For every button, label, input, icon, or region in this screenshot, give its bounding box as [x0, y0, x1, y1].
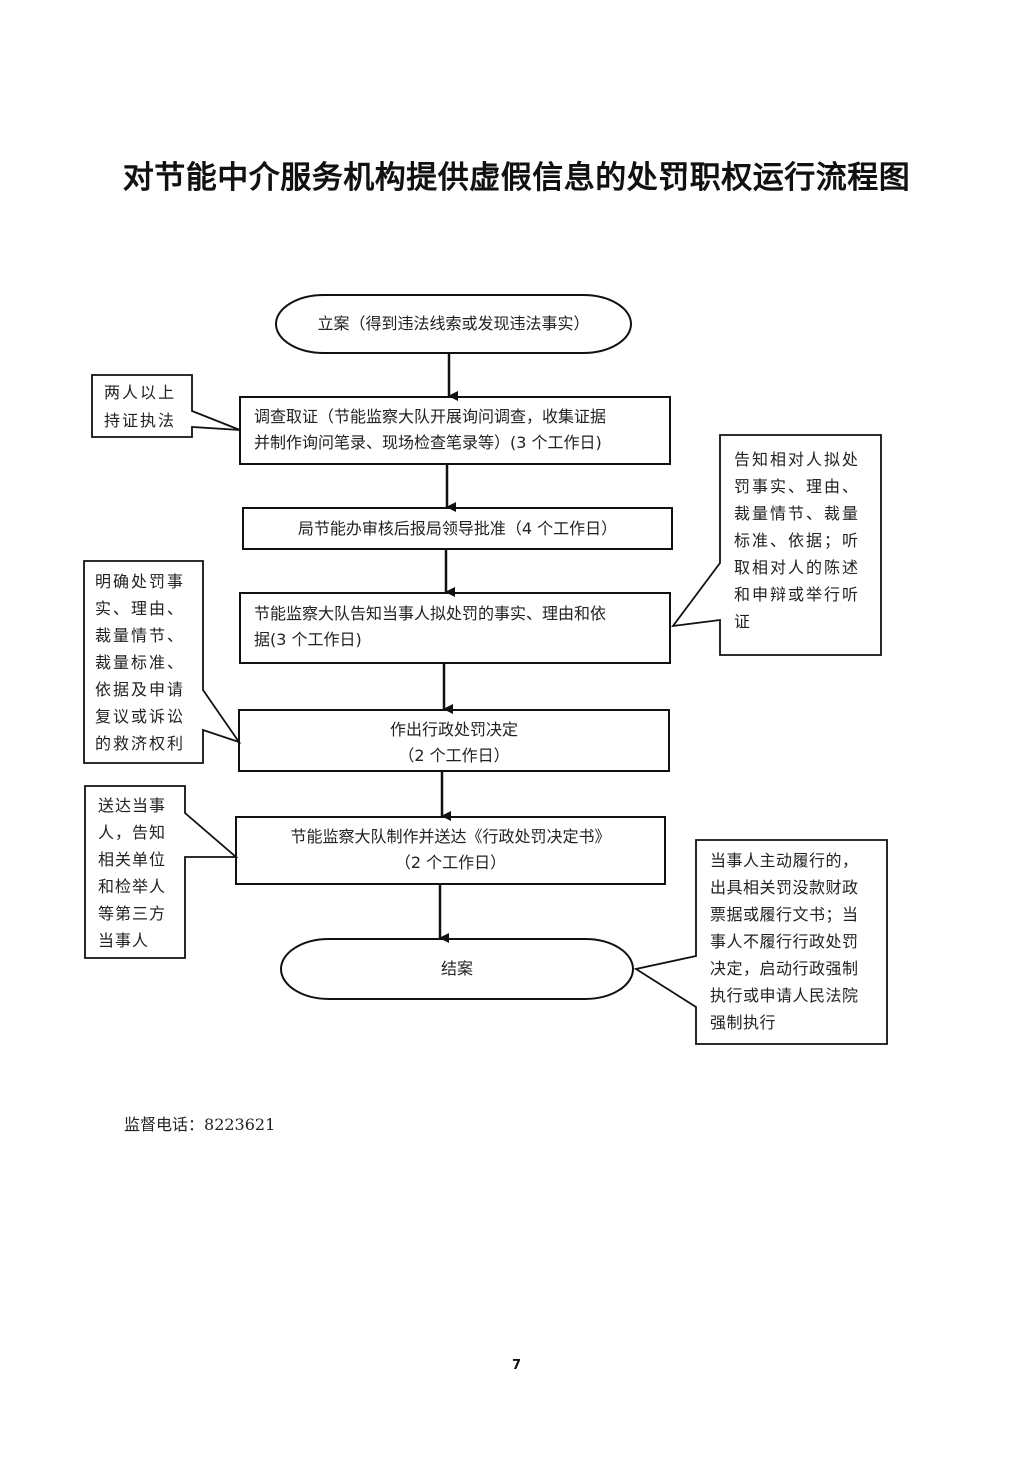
note-line: 和申辩或举行听 [734, 585, 861, 604]
start-label: 立案（得到违法线索或发现违法事实） [276, 311, 631, 337]
end-label: 结案 [281, 956, 633, 982]
note-line: 相关单位 [98, 850, 167, 869]
step5-box [235, 816, 666, 885]
step4-line1: 作出行政处罚决定 [389, 720, 518, 739]
page-title: 对节能中介服务机构提供虚假信息的处罚职权运行流程图 [122, 160, 911, 196]
note-line: 复议或诉讼 [95, 707, 186, 726]
note-line: 持证执法 [104, 411, 177, 430]
step2-text: 局节能办审核后报局领导批准（4 个工作日） [297, 519, 618, 538]
step1-label: 调查取证（节能监察大队开展询问调查，收集证据 并制作询问笔录、现场检查笔录等）(… [254, 404, 674, 456]
note-line: 裁量情节、裁量 [734, 504, 861, 523]
note-line: 执行或申请人民法院 [710, 986, 859, 1005]
step4-label: 作出行政处罚决定 （2 个工作日） [239, 717, 669, 769]
start-text: 立案（得到违法线索或发现违法事实） [317, 314, 590, 333]
note-line: 出具相关罚没款财政 [710, 878, 859, 897]
note-line: 告知相对人拟处 [734, 450, 861, 469]
supervision-phone: 监督电话：8223621 [124, 1111, 275, 1135]
note-enforcement: 两人以上 持证执法 [104, 379, 176, 435]
note-line: 依据及申请 [95, 680, 186, 699]
step1-line1: 调查取证（节能监察大队开展询问调查，收集证据 [254, 407, 607, 426]
note-delivery: 送达当事 人，告知 相关单位 和检举人 等第三方 当事人 [98, 792, 166, 954]
step2-label: 局节能办审核后报局领导批准（4 个工作日） [243, 516, 672, 542]
start-oval [275, 294, 632, 354]
end-oval [280, 938, 634, 1000]
note-line: 人，告知 [98, 823, 167, 842]
note-line: 裁量情节、 [95, 626, 186, 645]
note-line: 的救济权利 [95, 734, 186, 753]
phone-number: 8223621 [204, 1115, 276, 1134]
step3-line1: 节能监察大队告知当事人拟处罚的事实、理由和依 [254, 604, 607, 623]
step2-box [242, 507, 673, 550]
note-closing: 当事人主动履行的， 出具相关罚没款财政 票据或履行文书；当 事人不履行行政处罚 … [710, 847, 859, 1036]
callout-decision [83, 560, 242, 764]
step3-box [239, 592, 671, 664]
step3-label: 节能监察大队告知当事人拟处罚的事实、理由和依 据(3 个工作日) [254, 601, 674, 653]
step5-line2: （2 个工作日） [394, 853, 507, 872]
step1-box [239, 396, 671, 465]
page-number: 7 [511, 1358, 522, 1373]
note-line: 强制执行 [710, 1013, 777, 1032]
note-line: 标准、依据；听 [734, 531, 861, 550]
note-line: 和检举人 [98, 877, 167, 896]
phone-label: 监督电话： [124, 1115, 205, 1134]
step4-line2: （2 个工作日） [398, 746, 510, 765]
note-notify: 告知相对人拟处 罚事实、理由、 裁量情节、裁量 标准、依据；听 取相对人的陈述 … [734, 446, 860, 635]
callout-closing [633, 839, 888, 1045]
step1-line2: 并制作询问笔录、现场检查笔录等）(3 个工作日) [254, 433, 602, 452]
note-line: 罚事实、理由、 [734, 477, 861, 496]
note-line: 送达当事 [98, 796, 167, 815]
note-line: 裁量标准、 [95, 653, 186, 672]
note-line: 等第三方 [98, 904, 167, 923]
step5-line1: 节能监察大队制作并送达《行政处罚决定书》 [290, 827, 611, 846]
step3-line2: 据(3 个工作日) [254, 630, 362, 649]
callout-delivery [84, 785, 239, 959]
note-line: 当事人主动履行的， [710, 851, 859, 870]
note-line: 票据或履行文书；当 [710, 905, 859, 924]
note-line: 明确处罚事 [95, 572, 186, 591]
note-line: 证 [734, 612, 753, 631]
step4-box [238, 709, 670, 772]
note-decision: 明确处罚事 实、理由、 裁量情节、 裁量标准、 依据及申请 复议或诉讼 的救济权… [95, 568, 185, 757]
step5-label: 节能监察大队制作并送达《行政处罚决定书》 （2 个工作日） [236, 824, 665, 876]
note-line: 决定，启动行政强制 [710, 959, 859, 978]
note-line: 实、理由、 [95, 599, 186, 618]
end-text: 结案 [440, 959, 473, 978]
note-line: 事人不履行行政处罚 [710, 932, 859, 951]
note-line: 当事人 [98, 931, 150, 950]
callout-notify [671, 434, 882, 656]
note-line: 取相对人的陈述 [734, 558, 861, 577]
note-line: 两人以上 [104, 383, 177, 402]
callout-enforcement [91, 374, 241, 438]
